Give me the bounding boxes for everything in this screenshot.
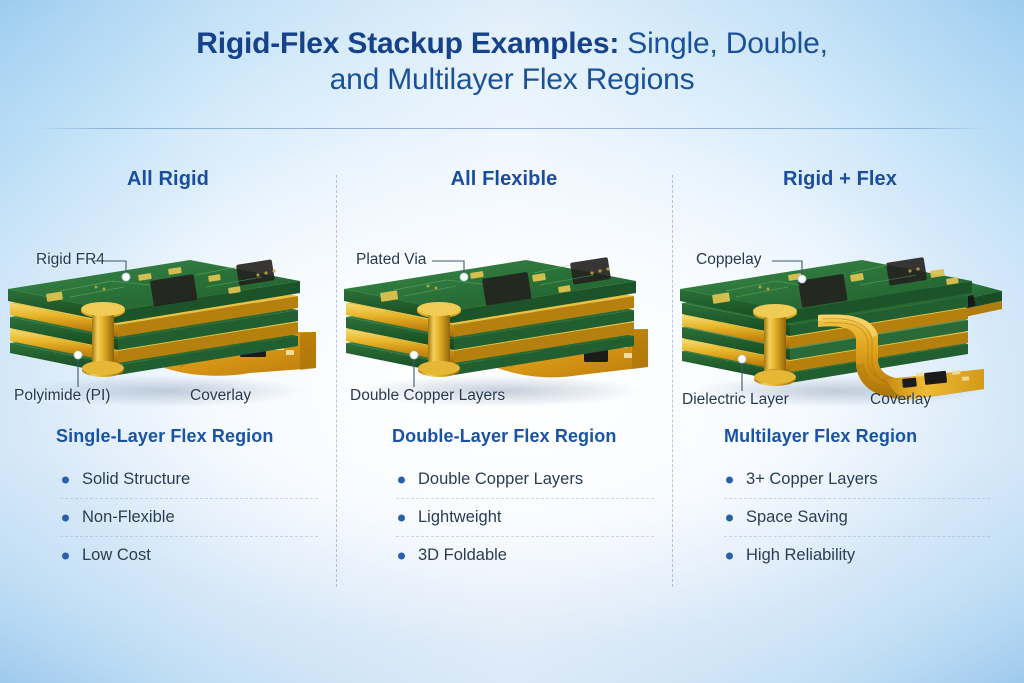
callout-coppelay: Coppelay bbox=[696, 251, 762, 268]
panel-title-rigid-plus-flex: Rigid + Flex bbox=[782, 168, 897, 190]
list-item: 3+ Copper Layers bbox=[724, 461, 990, 499]
section-double-layer: Double-Layer Flex Region Double Copper L… bbox=[336, 426, 672, 574]
bullet-list-double-layer: Double Copper Layers Lightweight 3D Fold… bbox=[336, 461, 672, 574]
page-title-line2: and Multilayer Flex Regions bbox=[329, 63, 695, 96]
illustration-all-rigid: Rigid FR4 Polyimide (PI) Coverlay bbox=[0, 203, 336, 415]
bullet-list-single-layer: Solid Structure Non-Flexible Low Cost bbox=[0, 461, 336, 574]
list-item: Double Copper Layers bbox=[396, 461, 654, 499]
panel-title-all-rigid: All Rigid bbox=[126, 168, 209, 190]
callout-dielectric-layer: Dielectric Layer bbox=[682, 391, 789, 408]
pcb-stackup-svg-3 bbox=[680, 257, 1002, 407]
list-item: Lightweight bbox=[396, 499, 654, 537]
list-item: Low Cost bbox=[60, 537, 318, 574]
column-divider-2 bbox=[672, 175, 673, 587]
callout-double-copper-layers: Double Copper Layers bbox=[350, 387, 506, 404]
section-title-single-layer: Single-Layer Flex Region bbox=[56, 426, 274, 446]
pcb-stackup-svg-2 bbox=[344, 257, 648, 407]
callout-plated-via: Plated Via bbox=[356, 251, 427, 268]
section-title-multilayer: Multilayer Flex Region bbox=[724, 426, 918, 446]
page-title-rest: Single, Double, bbox=[619, 27, 828, 60]
panel-title-all-flexible: All Flexible bbox=[450, 168, 558, 190]
callout-polyimide: Polyimide (PI) bbox=[14, 387, 111, 404]
section-single-layer: Single-Layer Flex Region Solid Structure… bbox=[0, 426, 336, 574]
bullet-list-multilayer: 3+ Copper Layers Space Saving High Relia… bbox=[672, 461, 1008, 574]
section-multilayer: Multilayer Flex Region 3+ Copper Layers … bbox=[672, 426, 1008, 574]
list-item: Non-Flexible bbox=[60, 499, 318, 537]
list-item: Space Saving bbox=[724, 499, 990, 537]
header-divider bbox=[34, 128, 990, 129]
panel-rigid-plus-flex: Rigid + Flex bbox=[672, 160, 1008, 620]
panel-all-rigid: All Rigid bbox=[0, 160, 336, 620]
callout-rigid-fr4: Rigid FR4 bbox=[36, 251, 105, 268]
callout-coverlay-3: Coverlay bbox=[870, 391, 932, 408]
illustration-all-flexible: Plated Via Double Copper Layers bbox=[336, 203, 672, 415]
illustration-rigid-plus-flex: Coppelay Dielectric Layer Coverlay bbox=[672, 203, 1008, 415]
list-item: High Reliability bbox=[724, 537, 990, 574]
panel-all-flexible: All Flexible bbox=[336, 160, 672, 620]
section-title-double-layer: Double-Layer Flex Region bbox=[392, 426, 617, 446]
page-title: Rigid-Flex Stackup Examples: Single, Dou… bbox=[0, 26, 1024, 98]
page-title-bold: Rigid-Flex Stackup Examples: bbox=[196, 27, 620, 60]
list-item: Solid Structure bbox=[60, 461, 318, 499]
column-divider-1 bbox=[336, 175, 337, 587]
list-item: 3D Foldable bbox=[396, 537, 654, 574]
pcb-stackup-svg-1 bbox=[8, 259, 316, 407]
callout-coverlay: Coverlay bbox=[190, 387, 252, 404]
